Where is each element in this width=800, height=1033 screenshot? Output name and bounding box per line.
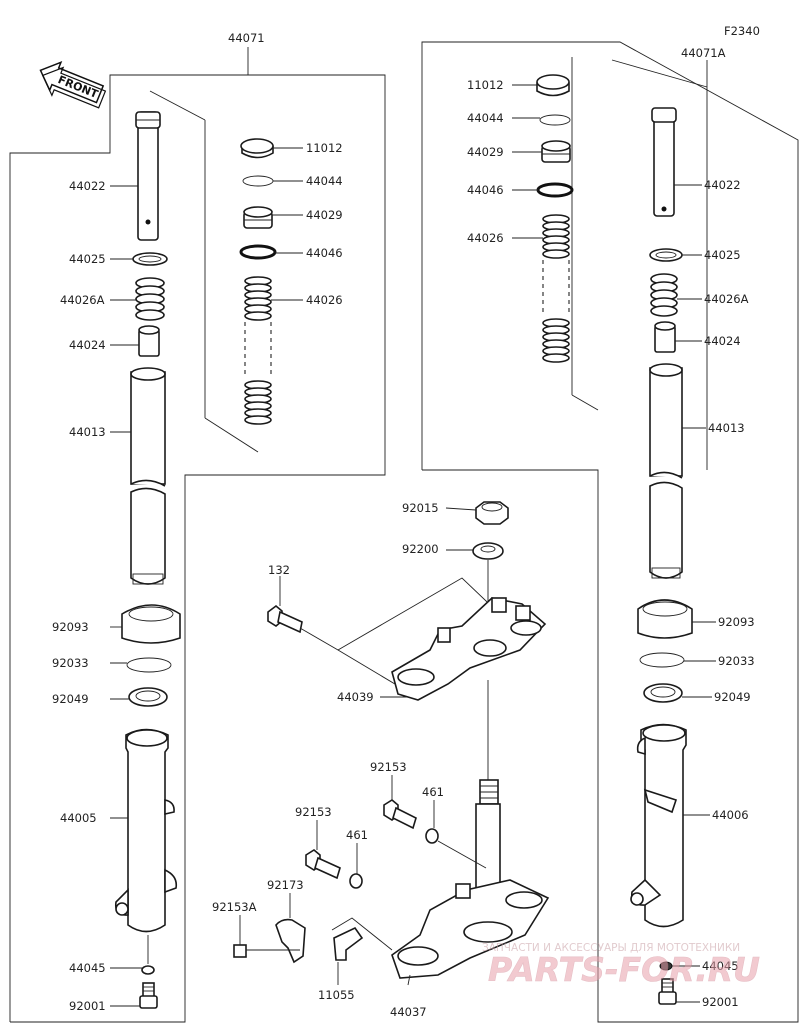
label-l-92049: 92049 — [52, 692, 89, 706]
inner-tube-left — [135, 111, 161, 241]
label-r-44013: 44013 — [708, 421, 745, 435]
watermark-caption: ЗАПЧАСТИ И АКСЕССУАРЫ ДЛЯ МОТОТЕХНИКИ — [482, 942, 740, 954]
upper-bracket — [391, 597, 547, 701]
label-l-92033: 92033 — [52, 656, 89, 670]
bolt-b — [305, 849, 341, 880]
bolt-left — [139, 982, 158, 1009]
figure-code: F2340 — [724, 24, 760, 38]
short-spring-right — [650, 273, 678, 317]
steering-stem — [391, 779, 550, 979]
bottom-case-right — [630, 723, 687, 928]
label-461-b: 461 — [346, 828, 368, 842]
label-l-44025: 44025 — [69, 252, 106, 266]
label-r-44006: 44006 — [712, 808, 749, 822]
inner-tube-right — [651, 107, 677, 217]
label-44039: 44039 — [337, 690, 374, 704]
label-l-44022: 44022 — [69, 179, 106, 193]
label-44071A: 44071A — [681, 46, 726, 60]
bolt-a — [383, 799, 417, 830]
label-r-92093: 92093 — [718, 615, 755, 629]
label-l-92001: 92001 — [69, 999, 106, 1013]
clamp — [275, 918, 306, 964]
label-92173: 92173 — [267, 878, 304, 892]
label-92015: 92015 — [402, 501, 439, 515]
bolt-c — [233, 944, 300, 958]
label-44071: 44071 — [228, 31, 265, 45]
label-l-44013: 44013 — [69, 425, 106, 439]
outer-tube-left — [130, 367, 166, 585]
label-l-44024: 44024 — [69, 338, 106, 352]
label-r-92033: 92033 — [718, 654, 755, 668]
steering-parts: 92015 92200 132 44039 92153 461 92153 46… — [212, 501, 550, 1019]
label-r-11012: 11012 — [467, 78, 504, 92]
label-l-44029: 44029 — [306, 208, 343, 222]
label-r-44022: 44022 — [704, 178, 741, 192]
label-r-44024: 44024 — [704, 334, 741, 348]
label-92200: 92200 — [402, 542, 439, 556]
label-r-92049: 92049 — [714, 690, 751, 704]
frame-outlines — [9, 41, 799, 1023]
label-461-a: 461 — [422, 785, 444, 799]
label-l-44044: 44044 — [306, 174, 343, 188]
label-l-92093: 92093 — [52, 620, 89, 634]
watermark-logo: PARTS-FOR.RU — [488, 950, 760, 989]
label-92153-b: 92153 — [295, 805, 332, 819]
long-spring-right — [542, 214, 570, 363]
bottom-case-left — [114, 728, 178, 933]
label-l-44045: 44045 — [69, 961, 106, 975]
label-l-44026A: 44026A — [60, 293, 105, 307]
label-r-44044: 44044 — [467, 111, 504, 125]
label-92153-a: 92153 — [370, 760, 407, 774]
upper-bolt — [267, 604, 303, 634]
stay-bracket — [333, 926, 364, 961]
label-l-11012: 11012 — [306, 141, 343, 155]
label-r-44045: 44045 — [702, 959, 739, 973]
right-fork-parts: 44071A 11012 44044 44029 44046 44026 440… — [467, 46, 755, 1009]
label-r-44025: 44025 — [704, 248, 741, 262]
watermark: ЗАПЧАСТИ И АКСЕССУАРЫ ДЛЯ МОТОТЕХНИКИ PA… — [482, 942, 760, 989]
label-132: 132 — [268, 563, 290, 577]
label-11055: 11055 — [318, 988, 355, 1002]
long-spring-left — [244, 276, 272, 425]
label-r-44046: 44046 — [467, 183, 504, 197]
label-r-44026: 44026 — [467, 231, 504, 245]
label-r-92001: 92001 — [702, 995, 739, 1009]
label-92153A: 92153A — [212, 900, 257, 914]
label-r-44029: 44029 — [467, 145, 504, 159]
front-arrow-icon: FRONT — [39, 61, 107, 109]
label-44037: 44037 — [390, 1005, 427, 1019]
label-r-44026A: 44026A — [704, 292, 749, 306]
label-l-44046: 44046 — [306, 246, 343, 260]
bolt-right — [658, 978, 677, 1005]
label-l-44026: 44026 — [306, 293, 343, 307]
short-spring-left — [135, 277, 165, 321]
label-l-44005: 44005 — [60, 811, 97, 825]
outer-tube-right — [649, 363, 683, 579]
left-fork-parts: 44071 44022 44025 44026A 44024 44013 110… — [52, 31, 343, 1013]
